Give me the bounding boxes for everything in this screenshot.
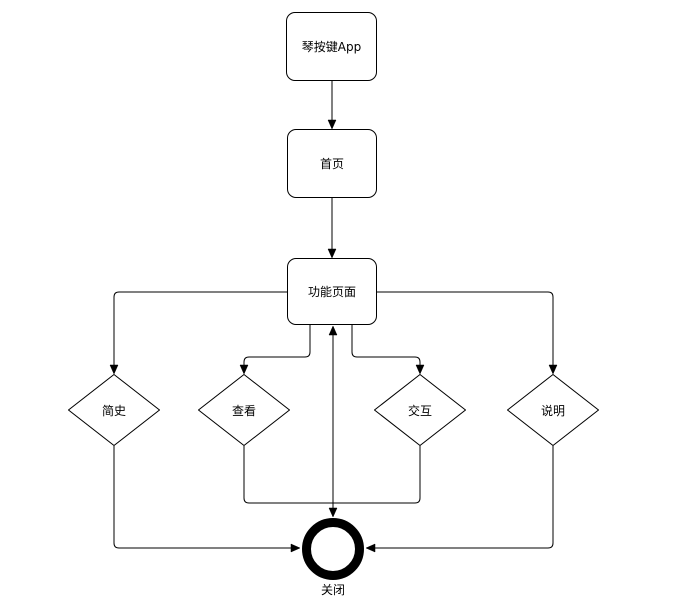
edge-features-to-history bbox=[113, 291, 287, 366]
node-instructions: 说明 bbox=[507, 374, 599, 446]
edge-history-to-close bbox=[113, 446, 292, 549]
node-view-label: 查看 bbox=[231, 403, 256, 418]
node-app-label: 琴按键App bbox=[301, 40, 362, 54]
edge-features-to-instructions bbox=[377, 291, 554, 366]
arrowhead-into-features-bottom bbox=[328, 325, 338, 336]
edge-interact-to-close bbox=[333, 446, 421, 504]
arrowhead-into-view bbox=[239, 364, 249, 375]
arrowhead-into-home bbox=[327, 119, 337, 130]
diamond-shape bbox=[198, 374, 290, 446]
node-interact: 交互 bbox=[374, 374, 466, 446]
node-home: 首页 bbox=[287, 129, 377, 198]
arrowhead-into-close-top bbox=[328, 507, 338, 518]
diamond-shape bbox=[507, 374, 599, 446]
node-history-label: 简史 bbox=[101, 403, 126, 418]
node-close-terminator bbox=[302, 518, 364, 580]
node-close-label: 关闭 bbox=[320, 583, 345, 597]
arrowhead-into-interact bbox=[415, 364, 425, 375]
edge-view-to-close bbox=[243, 446, 333, 504]
arrowhead-into-history bbox=[109, 364, 119, 375]
node-home-label: 首页 bbox=[319, 157, 344, 171]
diamond-shape bbox=[68, 374, 160, 446]
arrowhead-into-close-left bbox=[290, 543, 301, 553]
edge-features-to-interact bbox=[351, 325, 421, 366]
node-instructions-label: 说明 bbox=[540, 403, 565, 418]
arrowhead-into-close-right bbox=[365, 543, 376, 553]
node-app: 琴按键App bbox=[286, 12, 377, 81]
node-features-label: 功能页面 bbox=[307, 285, 356, 299]
arrowhead-into-features-top bbox=[327, 248, 337, 259]
node-history: 简史 bbox=[68, 374, 160, 446]
node-interact-label: 交互 bbox=[407, 403, 432, 418]
diamond-shape bbox=[374, 374, 466, 446]
arrowhead-into-instructions bbox=[548, 364, 558, 375]
edge-features-to-view bbox=[243, 325, 311, 366]
edge-instructions-to-close bbox=[374, 446, 554, 549]
node-features: 功能页面 bbox=[287, 258, 377, 325]
node-view: 查看 bbox=[198, 374, 290, 446]
